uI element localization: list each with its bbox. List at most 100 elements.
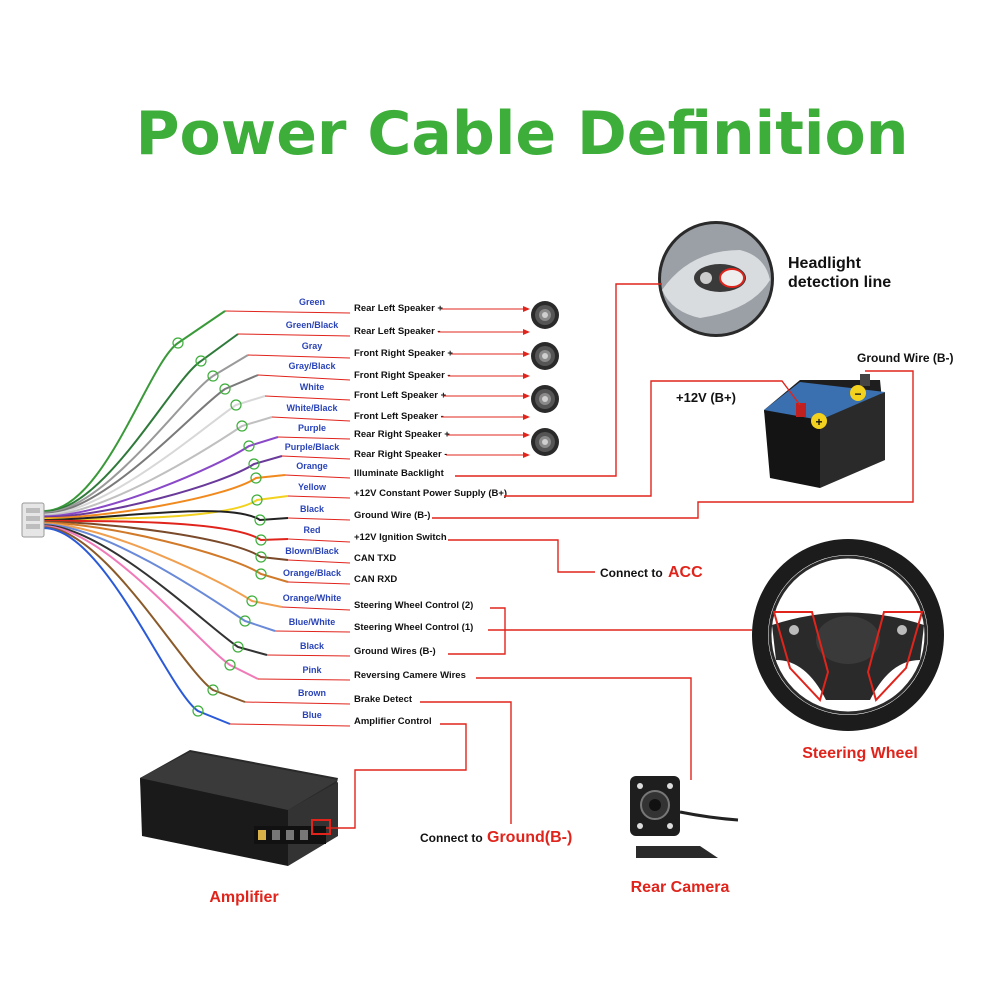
wire-function-label: Steering Wheel Control (1) bbox=[354, 622, 473, 633]
wire-marker-circle bbox=[236, 420, 248, 432]
wire-1 bbox=[43, 333, 239, 513]
wire-color-label: Purple/Black bbox=[285, 442, 341, 452]
wire-color-label: Blue bbox=[302, 710, 322, 720]
rear-camera-label: Rear Camera bbox=[631, 879, 730, 896]
wire-marker-circle bbox=[232, 641, 244, 653]
wire-leader-line bbox=[257, 374, 351, 381]
wire-marker-circle bbox=[230, 399, 242, 411]
wire-function-label: +12V Ignition Switch bbox=[354, 532, 447, 543]
wire-function-label: Rear Right Speaker + bbox=[354, 429, 450, 440]
wire-8 bbox=[43, 474, 286, 520]
steering-wheel-image bbox=[752, 539, 944, 731]
wire-4 bbox=[43, 395, 266, 516]
wire-leader-line bbox=[287, 517, 351, 521]
wire-16 bbox=[43, 524, 268, 656]
wire-marker-circle bbox=[255, 568, 267, 580]
wire-function-label: Reversing Camere Wires bbox=[354, 670, 466, 681]
acc-prefix: Connect to bbox=[600, 566, 663, 580]
wire-leader-line bbox=[229, 723, 351, 727]
steering-wheel-label: Steering Wheel bbox=[802, 745, 918, 762]
wire-marker-circle bbox=[248, 458, 260, 470]
speaker-arrow-head bbox=[523, 414, 530, 420]
amplifier-image bbox=[140, 750, 338, 866]
wire-marker-circle bbox=[255, 551, 267, 563]
wire-leader-line bbox=[281, 455, 351, 460]
wire-6 bbox=[43, 436, 279, 518]
wire-function-label: Ground Wire (B-) bbox=[354, 510, 430, 521]
wire-leader-line bbox=[277, 436, 351, 440]
speaker-icon bbox=[531, 301, 559, 329]
wire-7 bbox=[43, 455, 283, 519]
wire-19 bbox=[43, 527, 231, 725]
wire-leader-line bbox=[224, 310, 351, 314]
wire-bundle bbox=[43, 310, 289, 725]
wire-5 bbox=[43, 416, 273, 517]
acc-highlight: ACC bbox=[668, 564, 703, 581]
wire-function-label: Rear Left Speaker - bbox=[354, 326, 441, 337]
wire-function-label: Illuminate Backlight bbox=[354, 468, 445, 479]
wire-leader-line bbox=[266, 654, 351, 657]
wire-leader-line bbox=[264, 395, 351, 401]
headlight-image bbox=[658, 221, 774, 337]
wire-leader-line bbox=[281, 606, 351, 611]
wire-17 bbox=[43, 525, 259, 680]
wire-marker-circle bbox=[219, 383, 231, 395]
wire-marker-circle bbox=[192, 705, 204, 717]
wire-color-label: Brown bbox=[298, 688, 326, 698]
wire-leader-line bbox=[287, 495, 351, 499]
wire-leader-line bbox=[287, 559, 351, 564]
wire-function-label: Steering Wheel Control (2) bbox=[354, 600, 473, 611]
wire-11 bbox=[43, 519, 289, 542]
battery-plus-symbol: + bbox=[815, 415, 822, 429]
page-title: Power Cable Definition bbox=[136, 99, 909, 169]
wire-10 bbox=[43, 510, 289, 522]
wire-function-label: Amplifier Control bbox=[354, 716, 432, 727]
wire-marker-circle bbox=[207, 684, 219, 696]
speaker-arrow-head bbox=[523, 329, 530, 335]
wire-marker-circle bbox=[243, 440, 255, 452]
speaker-icon bbox=[531, 342, 559, 370]
speaker-icon bbox=[531, 385, 559, 413]
ground-prefix: Connect to bbox=[420, 831, 483, 845]
wire-leader-line bbox=[257, 678, 351, 681]
wire-leader-line bbox=[271, 416, 351, 422]
wire-color-label: Red bbox=[303, 525, 320, 535]
wire-color-label: Purple bbox=[298, 423, 326, 433]
wire-13 bbox=[43, 521, 289, 583]
wire-2 bbox=[43, 354, 249, 514]
wire-color-label: Blown/Black bbox=[285, 546, 340, 556]
wire-color-label: Black bbox=[300, 641, 325, 651]
wire-leader-line bbox=[237, 333, 351, 337]
wire-marker-circle bbox=[172, 337, 184, 349]
wire-color-label: Orange/Black bbox=[283, 568, 342, 578]
wire-color-label: Pink bbox=[302, 665, 322, 675]
ground-highlight: Ground(B-) bbox=[487, 829, 572, 846]
wire-marker-circle bbox=[239, 615, 251, 627]
wire-leader-line bbox=[284, 474, 351, 479]
wire-color-label: Orange/White bbox=[283, 593, 342, 603]
wire-marker-circle bbox=[224, 659, 236, 671]
wire-color-label: Green bbox=[299, 297, 325, 307]
wire-leader-line bbox=[244, 701, 351, 705]
wire-leader-line bbox=[274, 630, 351, 633]
red-leader-lines bbox=[224, 310, 351, 727]
speaker-arrow-head bbox=[523, 351, 530, 357]
harness-connector bbox=[21, 502, 45, 538]
wire-function-label: Front Left Speaker + bbox=[354, 390, 447, 401]
wire-function-label: Rear Right Speaker - bbox=[354, 449, 447, 460]
wire-color-label: Green/Black bbox=[286, 320, 340, 330]
wire-function-labels: Rear Left Speaker +Rear Left Speaker -Fr… bbox=[354, 303, 507, 727]
wire-marker-circle bbox=[255, 534, 267, 546]
wire-function-label: Front Right Speaker + bbox=[354, 348, 453, 359]
wire-color-label: Yellow bbox=[298, 482, 327, 492]
speaker-arrow-head bbox=[523, 306, 530, 312]
wire-marker-circle bbox=[246, 595, 258, 607]
battery-image bbox=[764, 374, 885, 488]
speaker-arrow-head bbox=[523, 393, 530, 399]
rear-camera-image bbox=[630, 776, 739, 858]
wire-leader-line bbox=[287, 538, 351, 543]
wire-function-label: CAN RXD bbox=[354, 574, 397, 585]
wire-function-label: CAN TXD bbox=[354, 553, 396, 564]
wire-function-label: Ground Wires (B-) bbox=[354, 646, 436, 657]
